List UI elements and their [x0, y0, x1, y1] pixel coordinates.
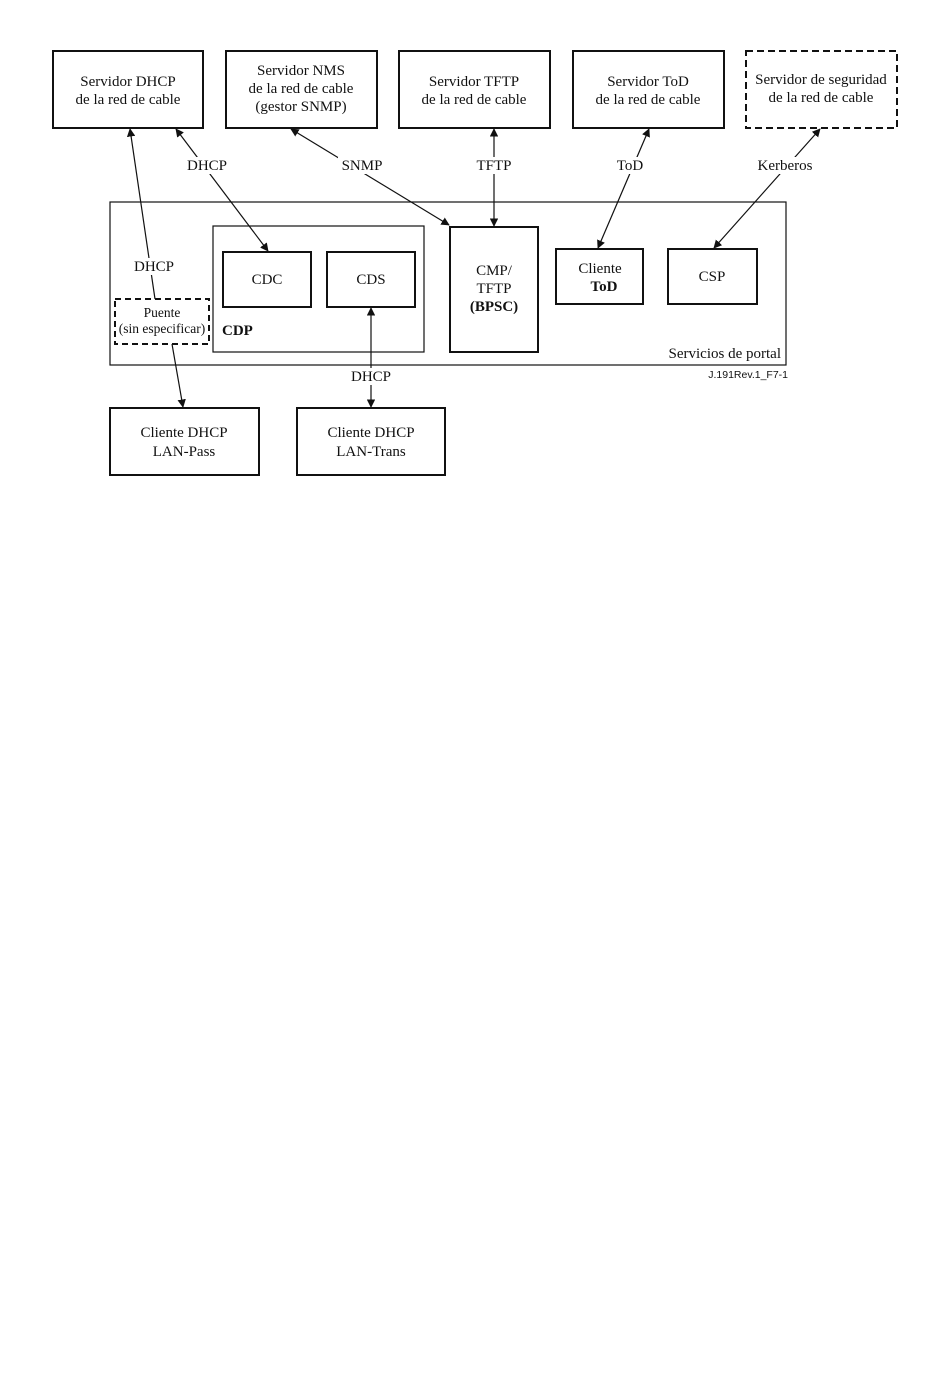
portal-services-box: [109, 201, 787, 366]
nms-server-box: Servidor NMS de la red de cable (gestor …: [225, 50, 378, 129]
cdp-label: CDP: [222, 323, 253, 339]
bridge-lanpass-arrow: [171, 343, 186, 408]
kerberos-arrow: [713, 128, 821, 249]
cmp-line-3: (BPSC): [470, 299, 518, 315]
lan-trans-line-2: LAN-Trans: [336, 444, 406, 460]
svg-text:ToD: ToD: [617, 158, 644, 174]
dhcp-server-box: Servidor DHCP de la red de cable: [52, 50, 204, 129]
portal-services-label: Servicios de portal: [669, 346, 781, 362]
tod-client-line-1: Cliente: [578, 261, 622, 277]
dhcp-server-line-1: Servidor DHCP: [80, 74, 175, 90]
lan-pass-line-2: LAN-Pass: [153, 444, 216, 460]
tod-client-box: Cliente ToD: [555, 248, 644, 305]
tftp-server-box: Servidor TFTP de la red de cable: [398, 50, 551, 129]
tod-client-line-2: ToD: [591, 279, 618, 295]
cds-box: CDS: [326, 251, 416, 308]
tod-server-line-2: de la red de cable: [596, 92, 701, 108]
cmp-line-2: TFTP: [476, 281, 511, 297]
lan-pass-line-1: Cliente DHCP: [140, 425, 227, 441]
figure-id: J.191Rev.1_F7-1: [708, 369, 788, 381]
bridge-line-1: Puente: [144, 305, 181, 320]
security-server-box: Servidor de seguridad de la red de cable: [745, 50, 898, 129]
dhcp-server-line-2: de la red de cable: [76, 92, 181, 108]
cdc-label: CDC: [252, 272, 283, 288]
bridge-box: Puente (sin especificar): [114, 298, 210, 345]
tod-server-line-1: Servidor ToD: [607, 74, 689, 90]
svg-text:TFTP: TFTP: [476, 158, 511, 174]
tod-arrow: [597, 128, 650, 249]
protocol-label-dhcp-top: DHCP: [184, 157, 230, 174]
svg-text:DHCP: DHCP: [134, 259, 174, 275]
tftp-server-line-1: Servidor TFTP: [429, 74, 519, 90]
svg-text:DHCP: DHCP: [351, 369, 391, 385]
cdp-group-box: [212, 225, 425, 353]
security-server-line-2: de la red de cable: [769, 90, 874, 106]
protocol-label-snmp: SNMP: [338, 157, 386, 174]
protocol-label-dhcp-left: DHCP: [131, 258, 177, 275]
cds-label: CDS: [356, 272, 385, 288]
cmp-box: CMP/ TFTP (BPSC): [449, 226, 539, 353]
bridge-line-2: (sin especificar): [119, 321, 206, 336]
svg-text:SNMP: SNMP: [342, 158, 383, 174]
security-server-line-1: Servidor de seguridad: [755, 72, 887, 88]
csp-label: CSP: [699, 269, 726, 285]
protocol-label-tftp: TFTP: [473, 157, 515, 174]
csp-box: CSP: [667, 248, 758, 305]
protocol-label-tod: ToD: [613, 157, 647, 174]
cmp-line-1: CMP/: [476, 263, 513, 279]
nms-server-line-1: Servidor NMS: [257, 63, 345, 79]
nms-server-line-2: de la red de cable: [249, 81, 354, 97]
lan-trans-client-box: Cliente DHCP LAN-Trans: [296, 407, 446, 476]
snmp-arrow: [290, 128, 450, 226]
svg-text:DHCP: DHCP: [187, 158, 227, 174]
lan-trans-line-1: Cliente DHCP: [327, 425, 414, 441]
protocol-label-kerberos: Kerberos: [754, 157, 816, 174]
lan-pass-client-box: Cliente DHCP LAN-Pass: [109, 407, 260, 476]
protocol-label-dhcp-bottom: DHCP: [348, 368, 394, 385]
nms-server-line-3: (gestor SNMP): [255, 99, 346, 115]
tftp-server-line-2: de la red de cable: [422, 92, 527, 108]
cdc-box: CDC: [222, 251, 312, 308]
dhcp-cdc-arrow: [175, 128, 269, 252]
svg-text:Kerberos: Kerberos: [758, 158, 813, 174]
tod-server-box: Servidor ToD de la red de cable: [572, 50, 725, 129]
